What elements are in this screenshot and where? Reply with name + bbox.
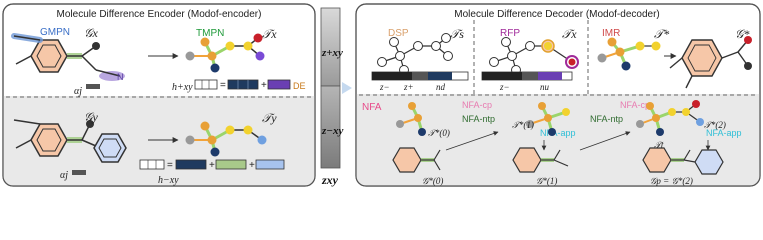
g0-label: 𝒢*(0) bbox=[422, 176, 443, 186]
h-plus-eq: = bbox=[220, 80, 226, 91]
tree-tx: TMPN 𝒯x bbox=[185, 27, 277, 73]
dsp-nd: nd bbox=[436, 82, 446, 92]
h-minus-plus-2: + bbox=[249, 160, 255, 171]
t0-label: 𝒯*(0) bbox=[428, 128, 450, 138]
imr-section: IMR 𝒯* 𝒢* bbox=[597, 27, 752, 89]
molecule-gx: N GMPN 𝒢x αj bbox=[11, 26, 125, 97]
h-minus-row: = + + h−xy bbox=[139, 159, 285, 186]
nfa-app-label-1: NFA-app bbox=[540, 128, 576, 138]
tstar-label: 𝒯* bbox=[654, 27, 669, 41]
t2-label: 𝒯*(2) bbox=[704, 120, 726, 130]
alpha-label-2: αj bbox=[60, 170, 68, 181]
imr-label: IMR bbox=[602, 28, 620, 39]
h-minus-eq: = bbox=[167, 160, 173, 171]
h-minus-plus-1: + bbox=[209, 160, 215, 171]
z-label: zxy bbox=[321, 173, 339, 187]
decoder-title: Molecule Difference Decoder (Modof-decod… bbox=[454, 9, 659, 20]
nfa-cp-label-2: NFA-cp bbox=[620, 100, 650, 110]
latent-bar: z+xy z−xy zxy bbox=[320, 7, 352, 187]
h-plus-row: h+xy = + DE bbox=[172, 79, 306, 93]
nfa-ntp-label-1: NFA-ntp bbox=[462, 114, 495, 124]
gy-label: 𝒢y bbox=[84, 110, 99, 124]
nfa-label: NFA bbox=[362, 102, 382, 113]
decoder-panel: Molecule Difference Decoder (Modof-decod… bbox=[355, 3, 761, 187]
rfp-section: RFP 𝒯x z− nu bbox=[481, 27, 579, 92]
rfp-label: RFP bbox=[500, 28, 520, 39]
ts-label: 𝒯s bbox=[450, 27, 464, 41]
tt-label: 𝒯t bbox=[654, 140, 664, 150]
ty-label: 𝒯y bbox=[262, 111, 277, 125]
gp-label: 𝒢p = 𝒢*(2) bbox=[650, 176, 693, 186]
molecule-gy: 𝒢y αj bbox=[13, 110, 127, 181]
z-plus-label: z+xy bbox=[321, 47, 343, 59]
rfp-tx-label: 𝒯x bbox=[562, 27, 577, 41]
modof-architecture-diagram: Molecule Difference Encoder (Modof-encod… bbox=[2, 3, 761, 187]
t1-label: 𝒯*(1) bbox=[512, 120, 534, 130]
tx-label: 𝒯x bbox=[262, 27, 277, 41]
alpha-label-1: αj bbox=[74, 86, 82, 97]
dsp-section: DSP 𝒯s z− z+ nd bbox=[371, 27, 469, 92]
dsp-z-plus: z+ bbox=[403, 82, 414, 92]
gx-label: 𝒢x bbox=[84, 26, 99, 40]
nfa-ntp-label-2: NFA-ntp bbox=[590, 114, 623, 124]
tree-ty: 𝒯y bbox=[185, 111, 277, 157]
tmpn-label: TMPN bbox=[196, 28, 224, 39]
encoder-title: Molecule Difference Encoder (Modof-encod… bbox=[57, 9, 262, 20]
rfp-z-minus: z− bbox=[499, 82, 510, 92]
nfa-cp-label-1: NFA-cp bbox=[462, 100, 492, 110]
nfa-section: NFA NFA-cp NFA-cp NFA-ntp NFA-ntp NFA-ap… bbox=[362, 100, 742, 186]
rfp-nu: nu bbox=[540, 82, 550, 92]
nfa-app-label-2: NFA-app bbox=[706, 128, 742, 138]
g1-label: 𝒢*(1) bbox=[536, 176, 557, 186]
gx-n-label: N bbox=[117, 72, 124, 82]
z-minus-label: z−xy bbox=[321, 125, 343, 137]
encoder-panel: Molecule Difference Encoder (Modof-encod… bbox=[2, 3, 316, 187]
h-minus-label: h−xy bbox=[158, 175, 179, 186]
dsp-label: DSP bbox=[388, 28, 409, 39]
gmpn-label: GMPN bbox=[40, 27, 70, 38]
h-plus-plus: + bbox=[261, 80, 267, 91]
h-plus-label: h+xy bbox=[172, 82, 193, 93]
de-label: DE bbox=[293, 81, 306, 91]
dsp-z-minus: z− bbox=[379, 82, 390, 92]
